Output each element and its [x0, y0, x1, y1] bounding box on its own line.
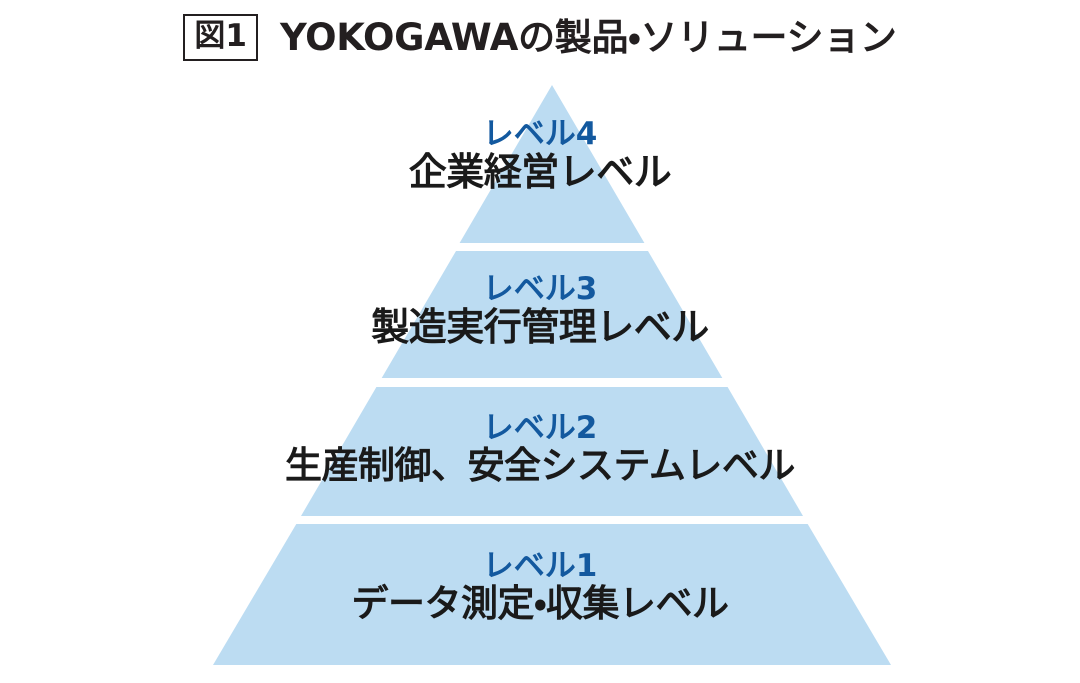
page-title: YOKOGAWAの製品・ソリューション [279, 15, 897, 59]
figure-number-badge: 図1 [183, 13, 258, 61]
pyramid-tier-3-shape [381, 251, 723, 378]
pyramid-tier-4-shape [459, 85, 645, 243]
pyramid-tier-1-shape [213, 524, 891, 665]
figure-header: 図1 YOKOGAWAの製品・ソリューション [0, 6, 1080, 68]
pyramid-tier-2-shape [301, 387, 803, 516]
